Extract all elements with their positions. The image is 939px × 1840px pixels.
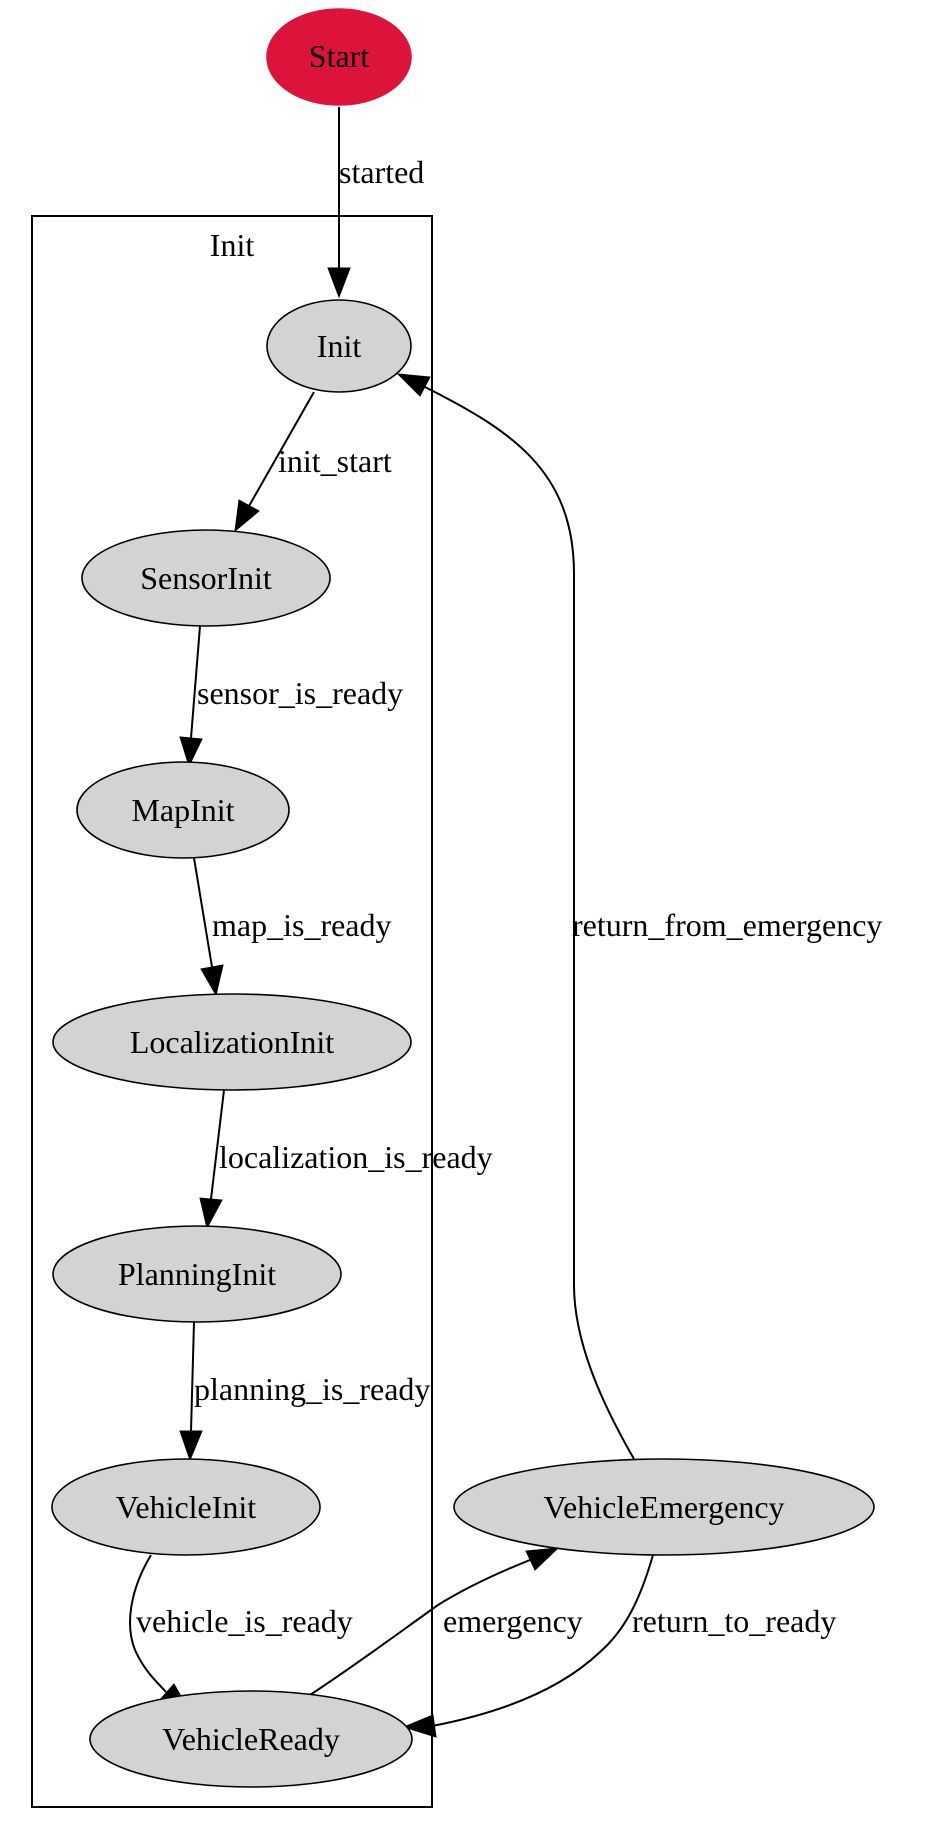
init-cluster bbox=[31, 215, 433, 1808]
edge-localization-is-ready bbox=[199, 1089, 225, 1230]
node-start: Start bbox=[266, 8, 412, 106]
node-label-vehicle-init: VehicleInit bbox=[116, 1489, 257, 1525]
node-init: Init bbox=[266, 299, 412, 393]
edge-label-sensor-is-ready: sensor_is_ready bbox=[197, 675, 403, 711]
node-sensor-init: SensorInit bbox=[81, 529, 331, 627]
node-vehicle-emergency: VehicleEmergency bbox=[453, 1458, 875, 1556]
node-map-init: MapInit bbox=[76, 761, 290, 859]
edge-return-to-ready bbox=[402, 1554, 654, 1738]
node-label-map-init: MapInit bbox=[131, 792, 234, 828]
cluster-label: Init bbox=[210, 227, 255, 263]
edge-label-localization-is-ready: localization_is_ready bbox=[219, 1139, 493, 1175]
edge-label-vehicle-is-ready: vehicle_is_ready bbox=[136, 1603, 353, 1639]
edge-label-started: started bbox=[339, 154, 424, 190]
edge-return-from-emergency bbox=[396, 373, 635, 1460]
edge-emergency bbox=[309, 1547, 560, 1696]
edge-label-map-is-ready: map_is_ready bbox=[212, 907, 392, 943]
edge-label-init-start: init_start bbox=[278, 443, 392, 479]
node-vehicle-ready: VehicleReady bbox=[89, 1690, 413, 1788]
node-label-vehicle-ready: VehicleReady bbox=[162, 1721, 340, 1757]
node-label-vehicle-emergency: VehicleEmergency bbox=[543, 1489, 784, 1525]
node-localization-init: LocalizationInit bbox=[52, 993, 412, 1091]
edge-init-start bbox=[234, 391, 315, 533]
edge-planning-is-ready bbox=[179, 1321, 203, 1462]
edge-sensor-is-ready bbox=[179, 625, 203, 768]
node-label-localization-init: LocalizationInit bbox=[130, 1024, 334, 1060]
node-planning-init: PlanningInit bbox=[52, 1225, 342, 1323]
node-label-start: Start bbox=[309, 38, 370, 74]
node-label-sensor-init: SensorInit bbox=[140, 560, 272, 596]
edge-label-return-from-emergency: return_from_emergency bbox=[572, 907, 882, 943]
edge-started bbox=[327, 107, 351, 299]
edge-map-is-ready bbox=[193, 857, 224, 997]
node-vehicle-init: VehicleInit bbox=[51, 1458, 321, 1556]
edge-label-planning-is-ready: planning_is_ready bbox=[194, 1371, 430, 1407]
node-label-planning-init: PlanningInit bbox=[118, 1256, 276, 1292]
node-label-init: Init bbox=[317, 328, 362, 364]
edge-label-emergency: emergency bbox=[443, 1603, 583, 1639]
edge-label-return-to-ready: return_to_ready bbox=[632, 1603, 836, 1639]
